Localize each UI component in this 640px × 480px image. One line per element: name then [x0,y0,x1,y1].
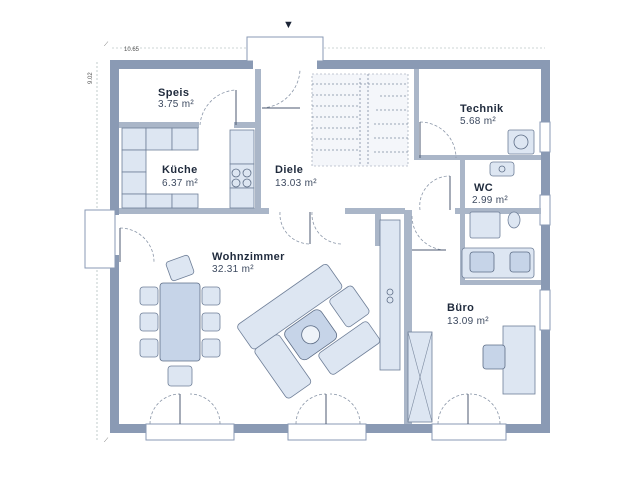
width-dimension: 10.65 [124,47,140,53]
dining-set [139,254,221,387]
room-area-kueche: 6.37 m² [162,178,198,189]
sideboard [379,219,401,371]
room-label-diele: Diele [275,164,303,176]
staircase [311,73,409,167]
room-label-speis: Speis [158,87,189,99]
entrance-arrow-icon: ▼ [283,19,294,31]
doors [119,69,501,425]
windows [84,36,553,441]
dimension-tick-icon: ⟋ [104,437,109,444]
room-label-buero: Büro [447,302,474,314]
room-label-technik: Technik [460,103,504,115]
room-area-technik: 5.68 m² [460,116,496,127]
sanitary-fixtures [469,129,535,239]
room-label-kueche: Küche [162,164,198,176]
dimension-tick-icon: ⟋ [104,41,109,48]
room-area-diele: 13.03 m² [275,178,317,189]
sofa-group [237,263,381,399]
room-labels: Speis 3.75 m² Küche 6.37 m² Diele 13.03 … [158,87,508,327]
room-label-wohnzimmer: Wohnzimmer [212,251,285,263]
room-area-wohnzimmer: 32.31 m² [212,264,254,275]
room-area-buero: 13.09 m² [447,316,489,327]
interior-walls [119,69,541,424]
room-area-speis: 3.75 m² [158,99,194,110]
room-label-wc: WC [474,182,493,194]
office-furniture [407,247,536,423]
room-area-wc: 2.99 m² [472,195,508,206]
kitchen-cabinets [121,127,255,209]
height-dimension: 9.02 [88,72,94,84]
